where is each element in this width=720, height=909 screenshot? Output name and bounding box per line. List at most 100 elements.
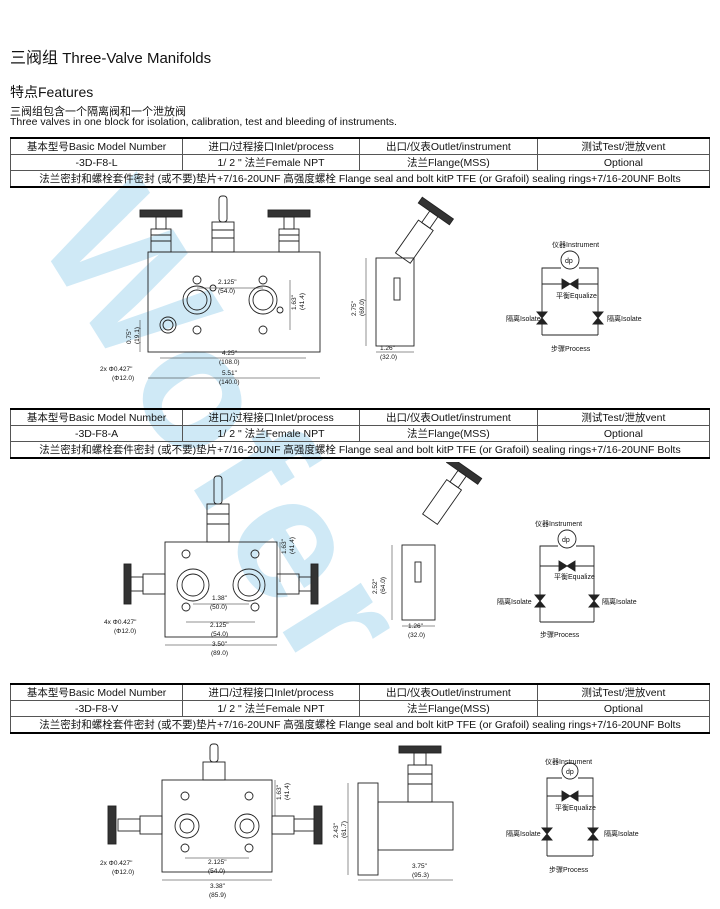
dim-d6: 2.75" <box>351 300 358 316</box>
cell-vent: Optional <box>536 154 711 171</box>
dim-d2: 4.25" <box>222 350 238 357</box>
cell-outlet: 法兰Flange(MSS) <box>359 700 538 717</box>
dim-d4m: (41.4) <box>284 783 291 800</box>
col-model: 基本型号Basic Model Number <box>9 683 184 701</box>
features-title: 特点Features <box>10 84 94 100</box>
schematic-equalize-label: 平衡Equalize <box>554 572 595 581</box>
dim-holem: (Φ12.0) <box>112 375 134 382</box>
cell-flange-note: 法兰密封和螺栓套件密封 (或不要)垫片+7/16-20UNF 高强度螺栓 Fla… <box>10 441 710 459</box>
table-row: -3D-F8-A 1/ 2 " 法兰Female NPT 法兰Flange(MS… <box>9 425 711 442</box>
dim-d4m: (41.4) <box>289 537 296 554</box>
side-view-flange <box>357 782 379 876</box>
spec-table-a: 基本型号Basic Model Number 进口/过程接口Inlet/proc… <box>9 408 711 459</box>
dim-d1: 1.38" <box>212 595 228 602</box>
port <box>159 316 177 334</box>
dim-d2m: (54.0) <box>211 631 228 638</box>
col-outlet: 出口/仪表Outlet/instrument <box>359 137 538 155</box>
col-vent: 测试Test/泄放vent <box>536 137 711 155</box>
schematic-a <box>534 529 600 623</box>
dim-d4: 1.63" <box>291 294 298 310</box>
schematic-instrument-label: 仪器Instrument <box>535 520 582 528</box>
schematic-process-label: 步骤Process <box>540 630 580 639</box>
dim-d2: 2.125" <box>210 622 229 629</box>
schematic-process-label: 步骤Process <box>549 865 589 874</box>
schematic-isolate-label: 隔离Isolate <box>506 314 541 323</box>
col-outlet: 出口/仪表Outlet/instrument <box>359 408 538 426</box>
dim-d1: 2.125" <box>208 859 227 866</box>
dim-d1m: (54.0) <box>218 288 235 295</box>
col-inlet: 进口/过程接口Inlet/process <box>182 683 360 701</box>
dim-d3: 5.51" <box>222 370 238 377</box>
cell-inlet: 1/ 2 " 法兰Female NPT <box>182 425 360 442</box>
page-title-cn: 三阀组 <box>10 50 59 67</box>
table-header-row: 基本型号Basic Model Number 进口/过程接口Inlet/proc… <box>9 137 711 155</box>
valve-handle-right <box>276 563 319 605</box>
drawing-l: 2.125" (54.0) 4.25" (108.0) 5.51" (140.0… <box>100 195 642 386</box>
spec-table-v: 基本型号Basic Model Number 进口/过程接口Inlet/proc… <box>9 683 711 734</box>
col-model: 基本型号Basic Model Number <box>9 137 184 155</box>
cell-model: -3D-F8-V <box>9 700 184 717</box>
dim-d7: 1.26" <box>408 623 424 630</box>
dim-d5m: (19.1) <box>134 327 141 344</box>
dim-d2m: (108.0) <box>219 359 240 366</box>
valve-handle-right <box>271 805 323 845</box>
valve-handle-left <box>107 805 163 845</box>
col-vent: 测试Test/泄放vent <box>536 683 711 701</box>
cell-flange-note: 法兰密封和螺栓套件密封 (或不要)垫片+7/16-20UNF 高强度螺栓 Fla… <box>10 716 710 734</box>
schematic-isolate-label: 隔离Isolate <box>497 597 532 606</box>
page-title-en: Three-Valve Manifolds <box>62 50 212 67</box>
valve-vent <box>206 475 230 543</box>
dim-d6m: (61.7) <box>341 821 348 838</box>
table-header-row: 基本型号Basic Model Number 进口/过程接口Inlet/proc… <box>9 408 711 426</box>
schematic-dp-label: dp <box>566 769 574 776</box>
cell-model: -3D-F8-A <box>9 425 184 442</box>
dim-d7: 3.75" <box>412 863 428 870</box>
port <box>234 813 260 839</box>
dim-d1m: (50.0) <box>210 604 227 611</box>
table-row: -3D-F8-V 1/ 2 " 法兰Female NPT 法兰Flange(MS… <box>9 700 711 717</box>
valve-handle-left <box>123 563 166 605</box>
schematic-isolate-label: 隔离Isolate <box>602 597 637 606</box>
schematic-dp-label: dp <box>562 537 570 544</box>
table-row: 法兰密封和螺栓套件密封 (或不要)垫片+7/16-20UNF 高强度螺栓 Fla… <box>10 441 710 459</box>
dim-holem: (Φ12.0) <box>112 869 134 876</box>
cell-vent: Optional <box>536 700 711 717</box>
cell-flange-note: 法兰密封和螺栓套件密封 (或不要)垫片+7/16-20UNF 高强度螺栓 Fla… <box>10 170 710 188</box>
table-row: -3D-F8-L 1/ 2 " 法兰Female NPT 法兰Flange(MS… <box>9 154 711 171</box>
side-view-body <box>401 544 436 621</box>
cell-inlet: 1/ 2 " 法兰Female NPT <box>182 154 360 171</box>
port <box>176 568 210 602</box>
schematic-instrument-label: 仪器Instrument <box>552 241 599 249</box>
drawing-a: 1.38" (50.0) 2.125" (54.0) 3.50" (89.0) … <box>104 462 637 657</box>
schematic-v <box>541 762 599 857</box>
dim-d6: 2.43" <box>333 822 340 838</box>
schematic-instrument-label: 仪器Instrument <box>545 758 592 766</box>
col-vent: 测试Test/泄放vent <box>536 408 711 426</box>
schematic-l <box>536 250 604 336</box>
col-model: 基本型号Basic Model Number <box>9 408 184 426</box>
dim-d3: 3.50" <box>212 641 228 648</box>
port <box>182 285 212 315</box>
table-row: 法兰密封和螺栓套件密封 (或不要)垫片+7/16-20UNF 高强度螺栓 Fla… <box>10 170 710 188</box>
port <box>248 285 278 315</box>
page-title: 三阀组 Three-Valve Manifolds <box>10 44 211 68</box>
schematic-equalize-label: 平衡Equalize <box>555 803 596 812</box>
dim-d6m: (69.0) <box>359 299 366 316</box>
dim-d4: 1.63" <box>281 538 288 554</box>
valve-handle-side <box>421 462 483 525</box>
col-outlet: 出口/仪表Outlet/instrument <box>359 683 538 701</box>
dim-d3m: (140.0) <box>219 379 240 386</box>
dim-d2m: (85.9) <box>209 892 226 899</box>
port <box>232 568 266 602</box>
side-view-body <box>377 801 454 851</box>
dim-d4: 1.63" <box>276 784 283 800</box>
valve-vent <box>211 195 235 253</box>
table-row: 法兰密封和螺栓套件密封 (或不要)垫片+7/16-20UNF 高强度螺栓 Fla… <box>10 716 710 734</box>
drawing-v: 2.125" (54.0) 3.38" (85.9) 1.63" (41.4) … <box>100 743 639 899</box>
dim-d4m: (41.4) <box>299 293 306 310</box>
dim-hole: 4x Φ0.427" <box>104 619 137 626</box>
features-line-en: Three valves in one block for isolation,… <box>10 116 397 128</box>
side-view-body <box>375 257 415 347</box>
dim-d7m: (32.0) <box>380 354 397 361</box>
dim-d1m: (54.0) <box>208 868 225 875</box>
